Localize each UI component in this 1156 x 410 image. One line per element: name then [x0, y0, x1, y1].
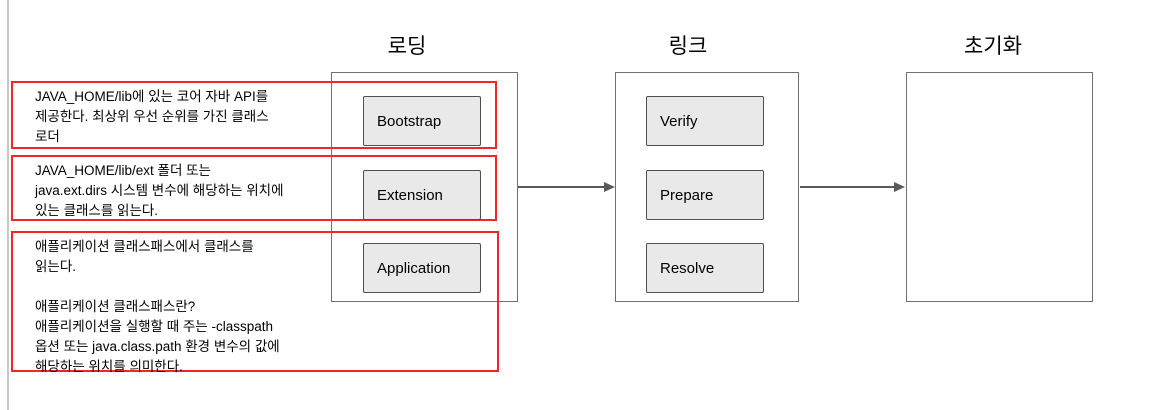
verify-shape: Verify — [646, 96, 764, 146]
annotation-text-line: java.ext.dirs 시스템 변수에 해당하는 위치에 — [35, 183, 284, 198]
annotation-text-line: JAVA_HOME/lib/ext 폴더 또는 — [35, 163, 211, 178]
bootstrap-shape: Bootstrap — [363, 96, 481, 146]
annotation-extension-classloader: JAVA_HOME/lib/ext 폴더 또는 java.ext.dirs 시스템… — [11, 155, 497, 221]
prepare-shape: Prepare — [646, 170, 764, 220]
phase-title-loading: 로딩 — [387, 35, 427, 58]
arrow-loading-to-link — [518, 186, 606, 188]
phase-title-initialization: 초기화 — [964, 35, 1022, 58]
annotation-text-line: 애플리케이션을 실행할 때 주는 -classpath — [35, 319, 273, 334]
arrowhead-loading-to-link-icon — [604, 182, 615, 192]
application-shape: Application — [363, 243, 481, 293]
initialization-phase-box — [906, 72, 1093, 302]
annotation-text-line: 있는 클래스를 읽는다. — [35, 203, 159, 218]
annotation-text-line: JAVA_HOME/lib에 있는 코어 자바 API를 — [35, 89, 269, 104]
annotation-text-line: 제공한다. 최상위 우선 순위를 가진 클래스 — [35, 109, 269, 124]
phase-title-link: 링크 — [668, 35, 708, 58]
annotation-text-line: 로더 — [35, 129, 60, 144]
annotation-text-line: 애플리케이션 클래스패스에서 클래스를 — [35, 239, 254, 254]
page-left-edge-line — [7, 0, 9, 410]
arrowhead-link-to-initialization-icon — [894, 182, 905, 192]
annotation-text-line: 읽는다. — [35, 259, 77, 274]
annotation-text-line: 해당하는 위치를 의미한다. — [35, 359, 183, 374]
resolve-shape: Resolve — [646, 243, 764, 293]
annotation-text-line: 애플리케이션 클래스패스란? — [35, 299, 196, 314]
annotation-text-line: 옵션 또는 java.class.path 환경 변수의 값에 — [35, 339, 280, 354]
extension-shape: Extension — [363, 170, 481, 220]
arrow-link-to-initialization — [800, 186, 895, 188]
